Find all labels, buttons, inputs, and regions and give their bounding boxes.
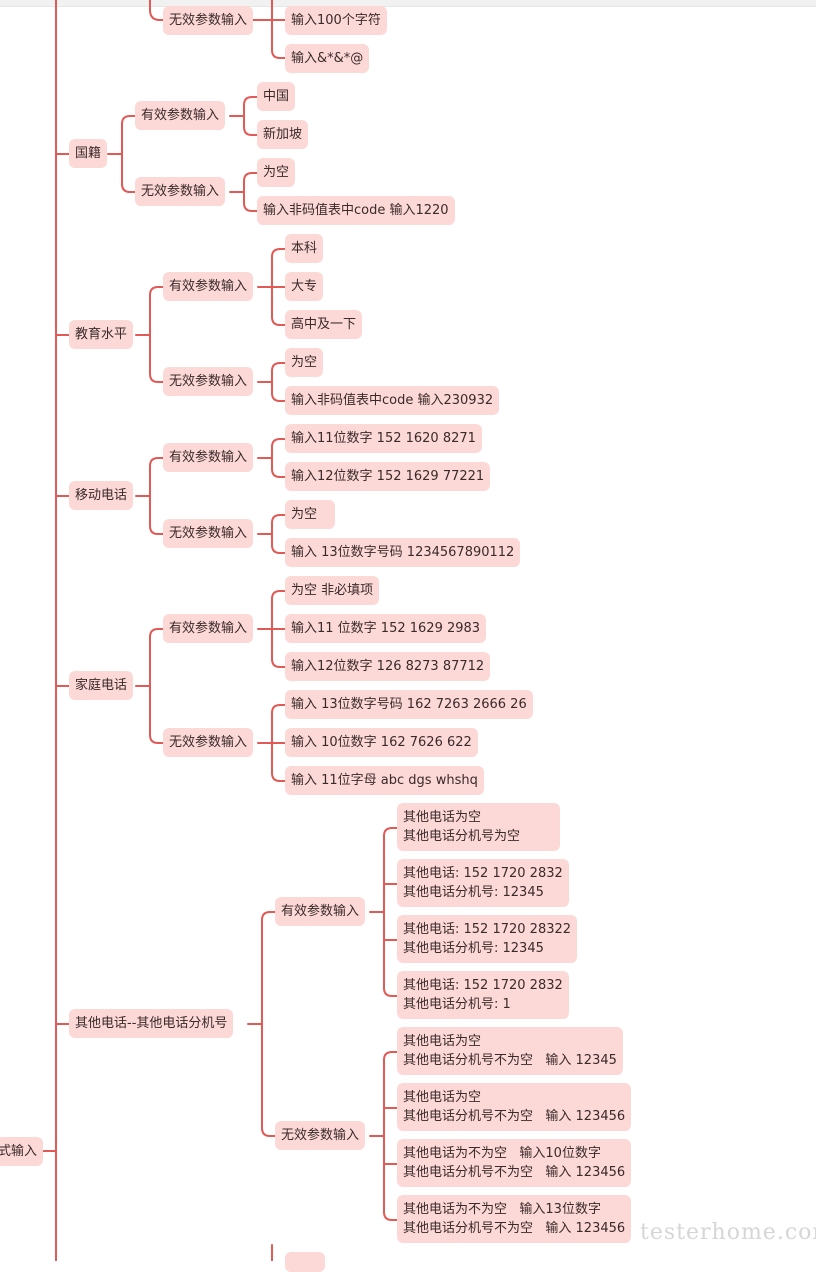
mindmap-leaf[interactable]: 输入11位数字 152 1620 8271 [285, 424, 482, 453]
mindmap-leaf[interactable]: 输入100个字符 [285, 6, 387, 35]
connector-branch [149, 373, 164, 383]
mindmap-node-other-phone[interactable]: 其他电话--其他电话分机号 [69, 1009, 234, 1038]
mindmap-leaf[interactable]: 为空 [285, 500, 336, 529]
mindmap-leaf[interactable]: 其他电话为空 其他电话分机号为空 [397, 803, 561, 851]
connector-branch [271, 0, 286, 59]
mindmap-leaf[interactable]: 输入非码值表中code 输入1220 [257, 196, 455, 225]
connector-branch [383, 1211, 398, 1221]
connector-branch [149, 286, 164, 296]
connector-branch [149, 0, 164, 21]
mindmap-node-valid-params[interactable]: 有效参数输入 [163, 443, 254, 472]
mindmap-leaf[interactable]: 中国 [257, 82, 296, 111]
mindmap-leaf[interactable]: 新加坡 [257, 120, 309, 149]
mindmap-node-education[interactable]: 教育水平 [69, 320, 134, 349]
connector-branch [149, 457, 164, 467]
mindmap-leaf[interactable]: 输入12位数字 152 1629 77221 [285, 462, 491, 491]
mindmap-node-mobile-phone[interactable]: 移动电话 [69, 481, 134, 510]
mindmap-leaf[interactable]: 其他电话为不为空 输入13位数字 其他电话分机号不为空 输入 123456 [397, 1195, 632, 1243]
mindmap-leaf[interactable]: 为空 [257, 158, 296, 187]
mindmap-leaf[interactable]: 其他电话: 152 1720 2832 其他电话分机号: 1 [397, 971, 569, 1019]
connector-branch [271, 392, 286, 402]
mindmap-leaf[interactable]: 其他电话为空 其他电话分机号不为空 输入 12345 [397, 1027, 623, 1075]
mindmap-leaf[interactable]: 为空 非必填项 [285, 576, 380, 605]
mindmap-leaf[interactable]: 其他电话: 152 1720 2832 其他电话分机号: 12345 [397, 859, 569, 907]
connector-branch [261, 911, 276, 921]
connector-branch [243, 96, 258, 106]
connector-branch [383, 987, 398, 997]
mindmap-node-nationality[interactable]: 国籍 [69, 139, 108, 168]
mindmap-node-partial[interactable] [285, 1252, 325, 1272]
connector-branch [271, 248, 286, 258]
connector-branch [271, 468, 286, 478]
mindmap-leaf[interactable]: 其他电话为空 其他电话分机号不为空 输入 123456 [397, 1083, 632, 1131]
watermark: testerhome.com [640, 1220, 816, 1245]
connector-branch [243, 202, 258, 212]
mindmap-node-valid-params[interactable]: 有效参数输入 [135, 101, 226, 130]
connector-branch [271, 362, 286, 372]
connector-branch [261, 1127, 276, 1137]
mindmap-node-invalid-params[interactable]: 无效参数输入 [163, 6, 254, 35]
connector-branch [271, 514, 286, 524]
connector-branch [271, 316, 286, 326]
mindmap-node-root[interactable]: 式输入 [0, 1137, 44, 1166]
mindmap-leaf[interactable]: 其他电话: 152 1720 28322 其他电话分机号: 12345 [397, 915, 578, 963]
connector-branch [243, 172, 258, 182]
connector-branch [271, 590, 286, 600]
mindmap-node-valid-params[interactable]: 有效参数输入 [275, 897, 366, 926]
connector-branch [149, 628, 164, 638]
top-toolbar-edge [0, 0, 816, 7]
connector-branch [121, 183, 136, 193]
mindmap-node-valid-params[interactable]: 有效参数输入 [163, 614, 254, 643]
mindmap-leaf[interactable]: 高中及一下 [285, 310, 363, 339]
mindmap-node-invalid-params[interactable]: 无效参数输入 [163, 728, 254, 757]
connector-branch [149, 525, 164, 535]
mindmap-leaf[interactable]: 输入非码值表中code 输入230932 [285, 386, 500, 415]
connector-branch [271, 438, 286, 448]
connector-branch [271, 772, 286, 782]
connector-branch [383, 827, 398, 837]
mindmap-node-home-phone[interactable]: 家庭电话 [69, 671, 134, 700]
mindmap-leaf[interactable]: 大专 [285, 272, 324, 301]
connector-branch [149, 734, 164, 744]
mindmap-leaf[interactable]: 输入 11位字母 abc dgs whshq [285, 766, 484, 795]
mindmap-leaf[interactable]: 输入 13位数字号码 162 7263 2666 26 [285, 690, 533, 719]
connector-branch [383, 1051, 398, 1061]
mindmap-node-invalid-params[interactable]: 无效参数输入 [163, 519, 254, 548]
connector-branch [121, 115, 136, 125]
mindmap-leaf[interactable]: 输入&*&*@ [285, 44, 370, 73]
mindmap-leaf[interactable]: 输入 13位数字号码 1234567890112 [285, 538, 521, 567]
mindmap-leaf[interactable]: 其他电话为不为空 输入10位数字 其他电话分机号不为空 输入 123456 [397, 1139, 632, 1187]
mindmap-node-invalid-params[interactable]: 无效参数输入 [135, 177, 226, 206]
mindmap-leaf[interactable]: 输入 10位数字 162 7626 622 [285, 728, 478, 757]
connector-branch [271, 544, 286, 554]
mindmap-leaf[interactable]: 为空 [285, 348, 324, 377]
mindmap-node-valid-params[interactable]: 有效参数输入 [163, 272, 254, 301]
connector-branch [243, 126, 258, 136]
connector-branch [271, 658, 286, 668]
connector-branch [271, 704, 286, 714]
mindmap-node-invalid-params[interactable]: 无效参数输入 [163, 367, 254, 396]
mindmap-leaf[interactable]: 本科 [285, 234, 324, 263]
mindmap-leaf[interactable]: 输入11 位数字 152 1629 2983 [285, 614, 487, 643]
mindmap-leaf[interactable]: 输入12位数字 126 8273 87712 [285, 652, 491, 681]
mindmap-node-invalid-params[interactable]: 无效参数输入 [275, 1121, 366, 1150]
